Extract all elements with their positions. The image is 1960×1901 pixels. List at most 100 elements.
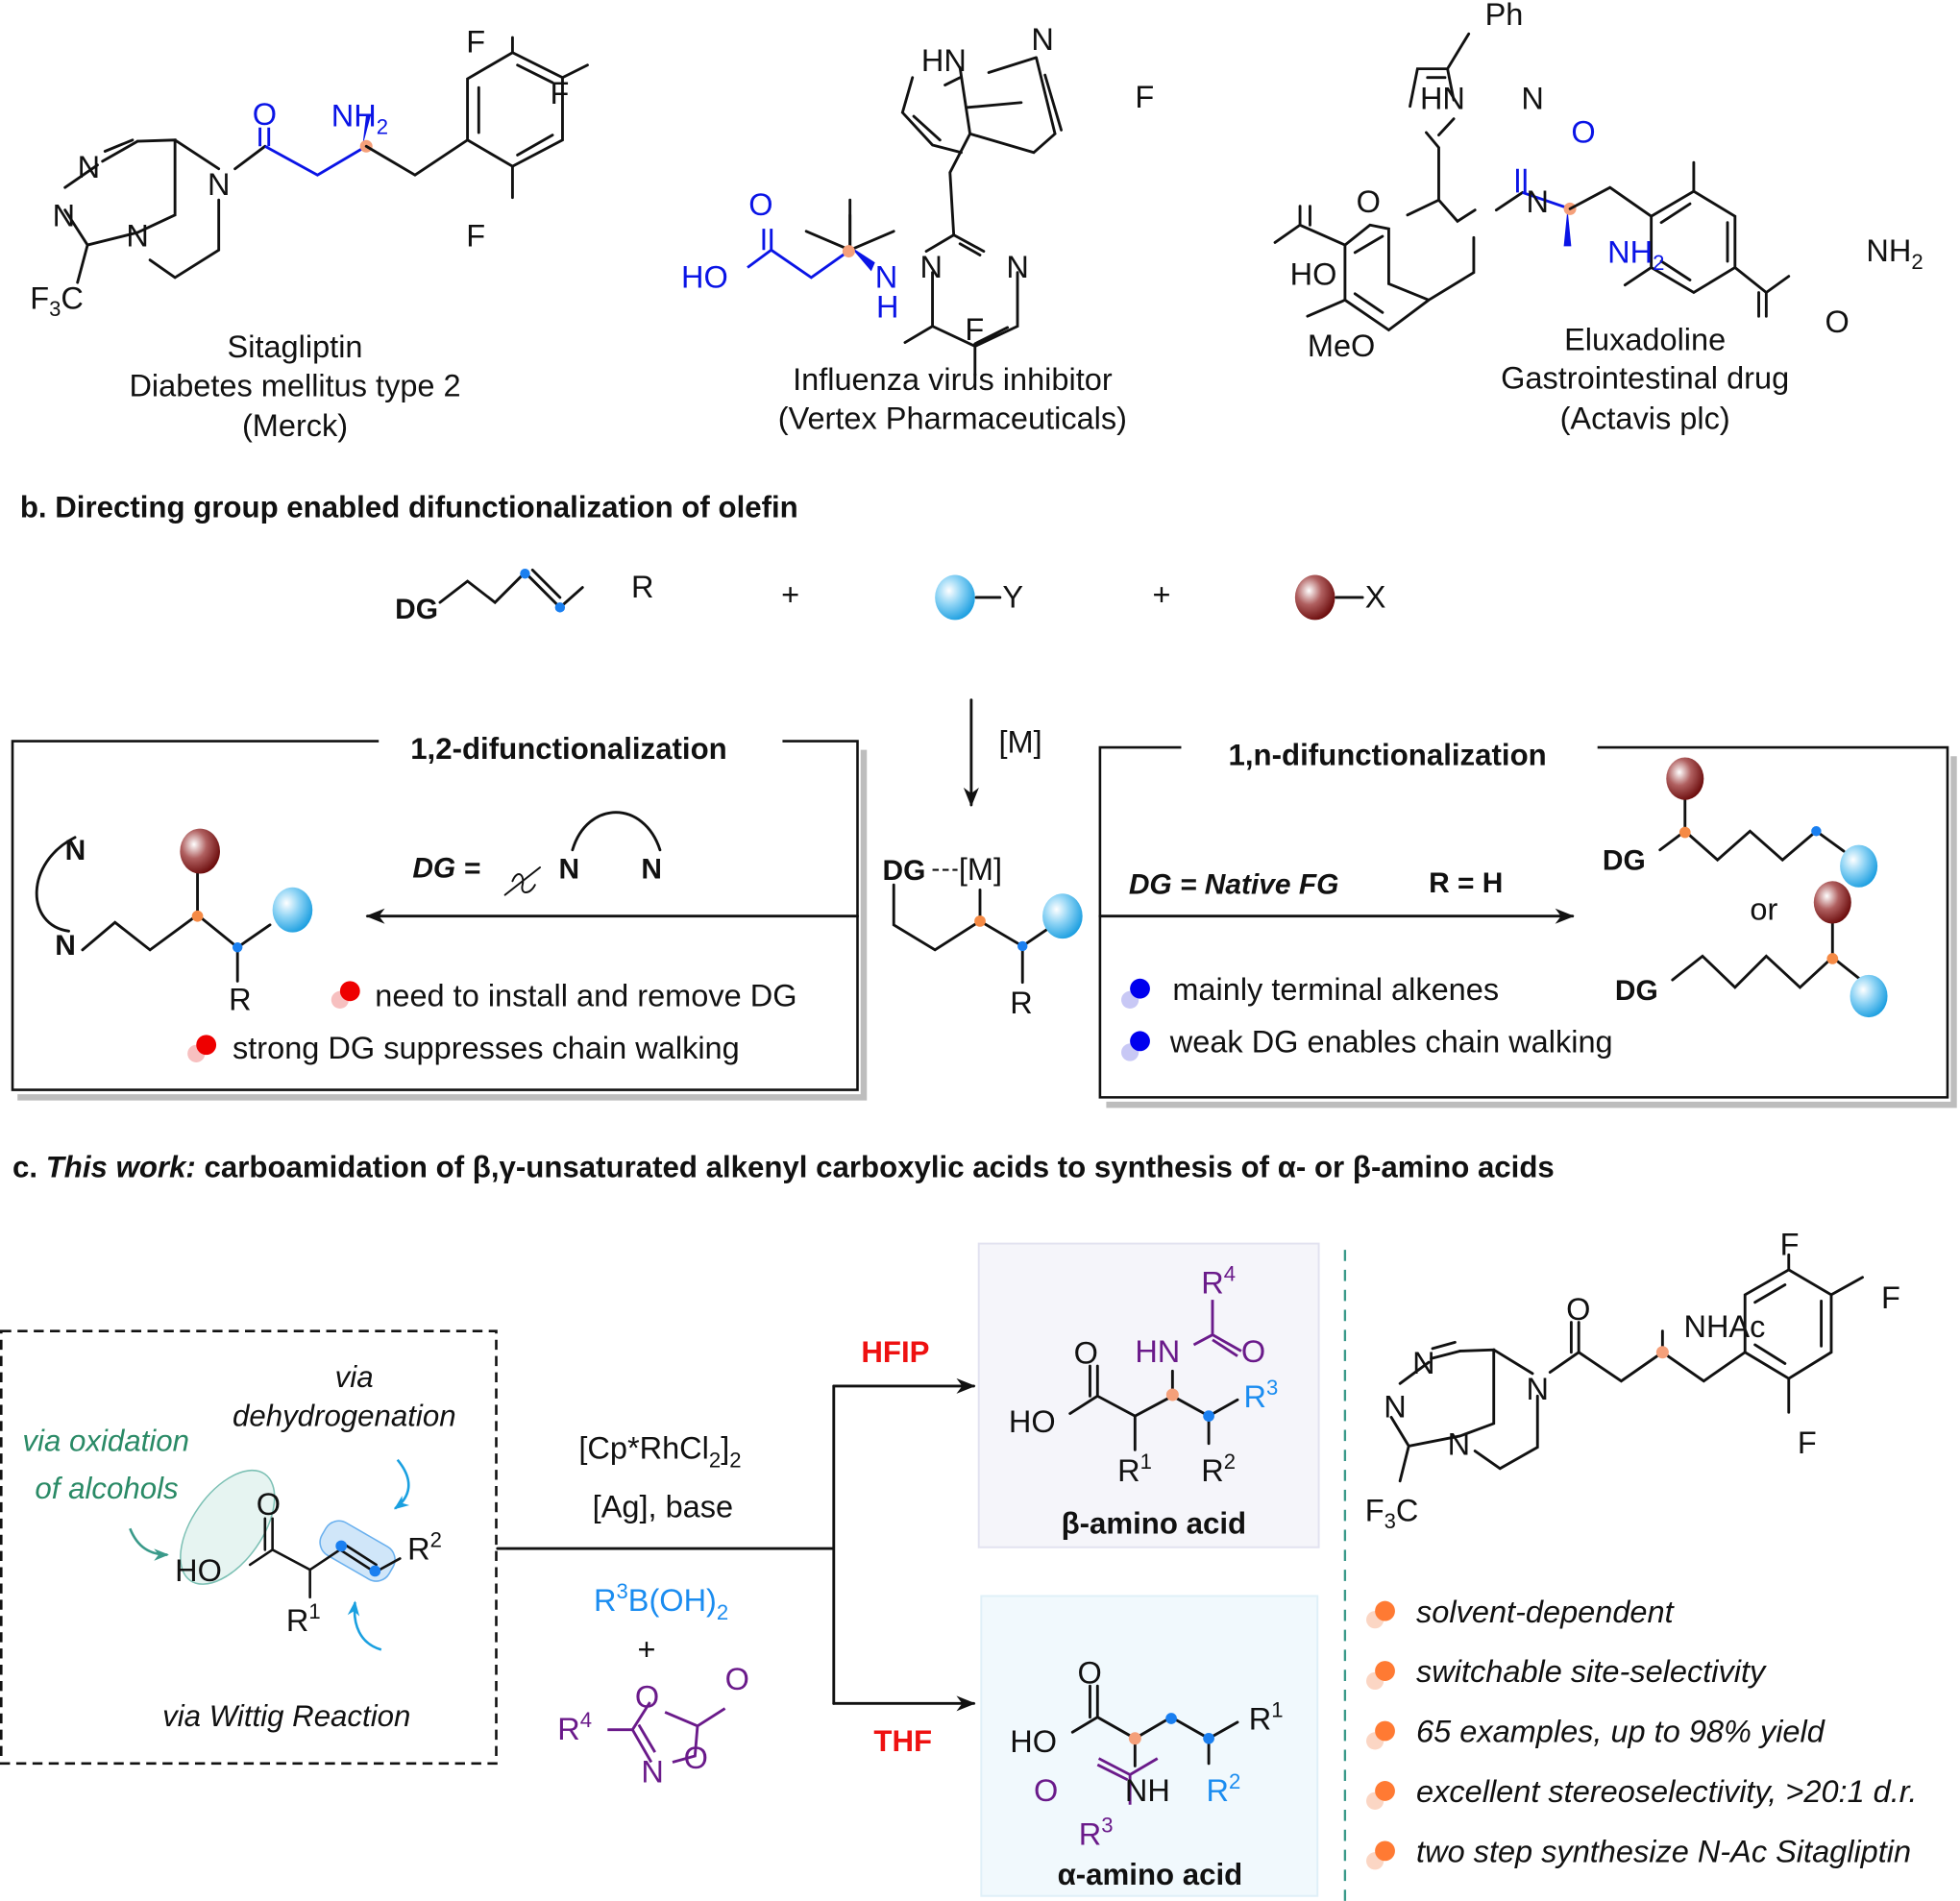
red-bullet-icon	[196, 1035, 217, 1056]
svg-text:O: O	[257, 1487, 281, 1522]
svg-text:HN: HN	[1135, 1334, 1180, 1369]
metal-intermediate: DG [M] R	[883, 852, 1083, 1020]
svg-text:R: R	[229, 982, 251, 1016]
svg-text:DG =: DG =	[412, 852, 480, 884]
atom-label: O	[748, 187, 772, 222]
atom-label: N	[920, 250, 943, 284]
svg-text:DG: DG	[1615, 975, 1658, 1007]
svg-text:or: or	[1750, 892, 1777, 927]
svg-text:O: O	[635, 1679, 659, 1714]
solvent-hfip: HFIP	[861, 1335, 929, 1369]
svg-text:strong DG suppresses chain wal: strong DG suppresses chain walking	[233, 1031, 740, 1065]
svg-text:R: R	[631, 570, 653, 604]
atom-label: N	[1521, 81, 1543, 115]
svg-text:NHAc: NHAc	[1683, 1309, 1765, 1344]
svg-text:N: N	[559, 854, 580, 886]
atom-label: NH2	[1607, 234, 1664, 275]
svg-text:+: +	[638, 1632, 656, 1667]
maroon-ball-icon	[1666, 757, 1704, 800]
svg-text:switchable site-selectivity: switchable site-selectivity	[1416, 1654, 1767, 1689]
svg-text:R1: R1	[1117, 1450, 1152, 1488]
svg-text:[M]: [M]	[959, 852, 1002, 887]
svg-text:HO: HO	[175, 1553, 222, 1588]
svg-text:R4: R4	[557, 1708, 592, 1746]
maroon-ball-icon	[1813, 881, 1851, 924]
svg-text:N: N	[641, 854, 662, 886]
drug-eluxadoline: Ph HN N O N NH2 O HO MeO NH2 O Eluxadoli…	[1273, 0, 1923, 435]
svg-text:NH: NH	[1125, 1773, 1170, 1808]
svg-text:N: N	[1527, 1372, 1549, 1406]
svg-text:N: N	[641, 1754, 663, 1789]
svg-text:F: F	[1798, 1426, 1817, 1460]
box-title: 1,n-difunctionalization	[1229, 738, 1547, 771]
atom-label: HN	[1420, 81, 1465, 115]
svg-text:R1: R1	[1249, 1698, 1284, 1737]
catalyst-label: [M]	[999, 724, 1042, 759]
atom-label: F	[466, 218, 485, 253]
svg-text:HO: HO	[1010, 1724, 1057, 1759]
highlights-list: solvent-dependent switchable site-select…	[1366, 1595, 1917, 1870]
orange-bullet-icon	[1375, 1661, 1395, 1681]
maroon-ball-icon	[180, 828, 220, 874]
cyan-ball-icon	[1042, 893, 1083, 939]
atom-label: R1	[286, 1599, 321, 1638]
svg-text:65 examples, up to 98% yield: 65 examples, up to 98% yield	[1416, 1715, 1825, 1749]
stereocenter-dot	[842, 245, 855, 258]
atom-label: O	[253, 97, 277, 132]
atom-label: F	[1135, 80, 1154, 114]
bullet-item: strong DG suppresses chain walking	[187, 1031, 740, 1065]
bullet-item: mainly terminal alkenes	[1121, 972, 1499, 1009]
svg-text:DG: DG	[883, 855, 926, 887]
highlight-item: two step synthesize N-Ac Sitagliptin	[1366, 1835, 1911, 1870]
panel-c-heading: c. This work: carboamidation of β,γ-unsa…	[12, 1151, 1555, 1184]
svg-text:DG = Native FG: DG = Native FG	[1129, 868, 1339, 900]
atom-label: F	[466, 25, 485, 60]
atom-label: N	[875, 259, 897, 294]
svg-text:N: N	[55, 930, 76, 962]
svg-text:O: O	[1077, 1656, 1101, 1691]
svg-text:R3: R3	[1079, 1813, 1114, 1851]
atom-label: HO	[1290, 257, 1337, 292]
atom-label: N	[78, 150, 100, 184]
atom-label: F	[965, 312, 984, 347]
svg-text:F3C: F3C	[1365, 1493, 1419, 1533]
svg-text:dehydrogenation: dehydrogenation	[233, 1400, 456, 1433]
atom-label: F	[550, 76, 569, 110]
svg-text:N: N	[1412, 1346, 1434, 1380]
svg-text:R4: R4	[1201, 1262, 1236, 1301]
svg-text:need to install and remove DG: need to install and remove DG	[375, 978, 796, 1012]
svg-text:weak DG enables chain walking: weak DG enables chain walking	[1169, 1025, 1613, 1060]
atom-label: O	[1825, 305, 1849, 339]
drug-company: (Actavis plc)	[1560, 401, 1730, 435]
red-bullet-icon	[339, 981, 360, 1002]
plus-sign: +	[781, 577, 799, 612]
product-label: α-amino acid	[1058, 1858, 1243, 1891]
additives-label: [Ag], base	[593, 1490, 733, 1524]
drug-sitagliptin: O NH2 F F F N N N N F3C Sitagliptin Diab…	[30, 25, 589, 443]
cyan-ball-icon	[1840, 844, 1878, 888]
box-1-n-difunctionalization: 1,n-difunctionalization DG = Native FG R…	[1098, 738, 1957, 1109]
olefin-substrate: DG R	[395, 568, 653, 625]
atom-label: NH2	[331, 98, 388, 138]
blue-bullet-icon	[1130, 978, 1150, 999]
atom-label: NH2	[1866, 233, 1923, 274]
cyan-ball-icon	[272, 887, 313, 933]
atom-label: H	[876, 290, 898, 325]
substrate-box: via dehydrogenation via oxidation of alc…	[0, 1329, 498, 1766]
boronic-acid-label: R3B(OH)2	[594, 1579, 728, 1624]
svg-text:F: F	[1780, 1227, 1800, 1261]
drug-influenza-inhibitor: HN N F N N O HO N H F Influenza virus in…	[681, 22, 1154, 435]
svg-text:DG: DG	[395, 594, 438, 625]
atom-label: O	[1571, 114, 1595, 149]
atom-label: O	[1357, 184, 1381, 219]
drug-name: Sitagliptin	[228, 329, 363, 364]
svg-text:DG: DG	[1603, 845, 1646, 877]
orange-bullet-icon	[1375, 1840, 1395, 1862]
drug-name: Eluxadoline	[1564, 322, 1726, 356]
bullet-item: need to install and remove DG	[331, 978, 797, 1012]
svg-text:excellent stereoselectivity, >: excellent stereoselectivity, >20:1 d.r.	[1416, 1774, 1917, 1809]
drug-indication: Gastrointestinal drug	[1501, 361, 1789, 396]
box-title: 1,2-difunctionalization	[410, 732, 727, 766]
atom-label: F3C	[30, 280, 84, 321]
